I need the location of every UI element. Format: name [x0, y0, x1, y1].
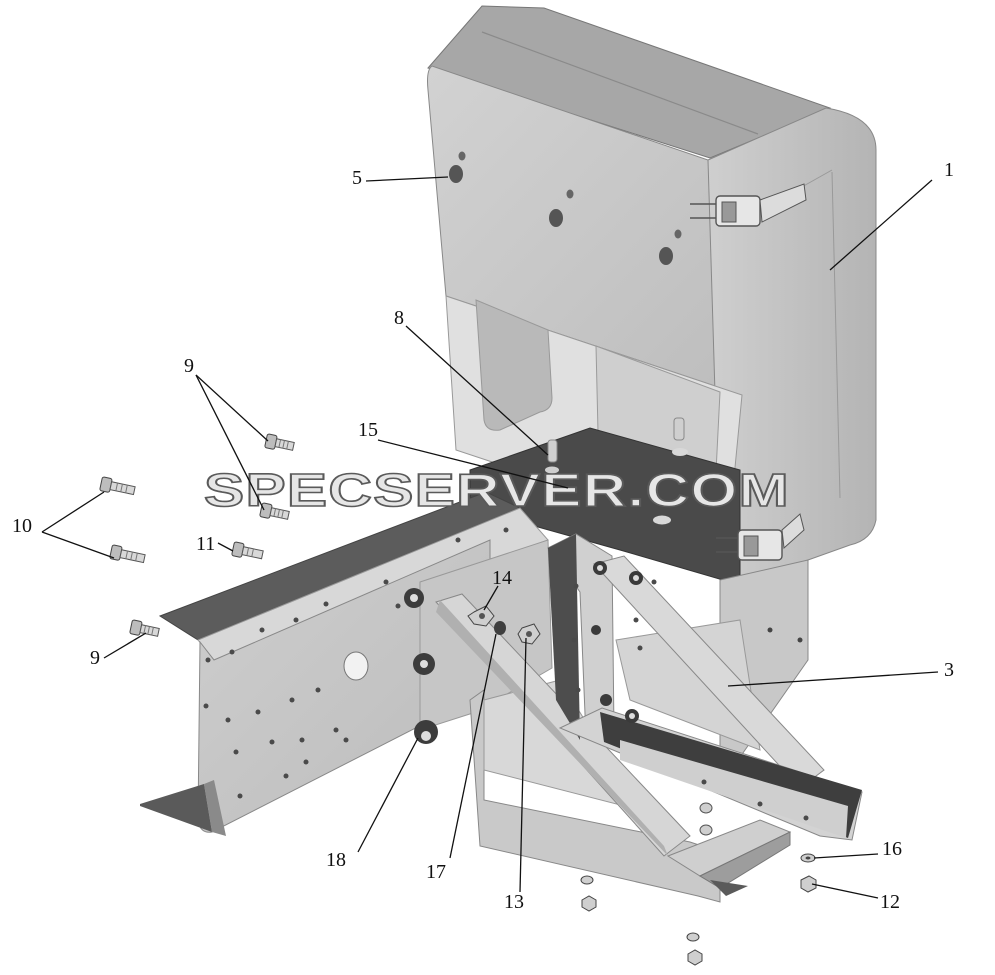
callout-3: 3	[944, 659, 954, 681]
callout-15: 15	[358, 419, 378, 441]
frame-rail	[140, 491, 553, 836]
battery-box	[427, 5, 877, 586]
fasteners	[99, 433, 817, 966]
callout-12: 12	[880, 891, 900, 913]
mounting-bracket	[435, 533, 863, 903]
watermark-text: SPECSERVER.COM	[204, 464, 790, 516]
callout-16: 16	[882, 838, 902, 860]
callout-11: 11	[196, 533, 215, 555]
callout-13: 13	[504, 891, 524, 913]
callout-10: 10	[12, 515, 32, 537]
callout-9-upper: 9	[184, 355, 194, 377]
callout-5: 5	[352, 167, 362, 189]
callout-labels: 1 3 5 8 9 9 10 11 12 13 14 15 16 17 18	[12, 159, 954, 913]
latch-lower	[716, 513, 805, 561]
latch-upper	[690, 183, 807, 227]
callout-1: 1	[944, 159, 954, 181]
leader-lines	[41, 176, 939, 899]
callout-8: 8	[394, 307, 404, 329]
callout-18: 18	[326, 849, 346, 871]
callout-9-lower: 9	[90, 647, 100, 669]
callout-14: 14	[492, 567, 512, 589]
callout-17: 17	[426, 861, 446, 883]
